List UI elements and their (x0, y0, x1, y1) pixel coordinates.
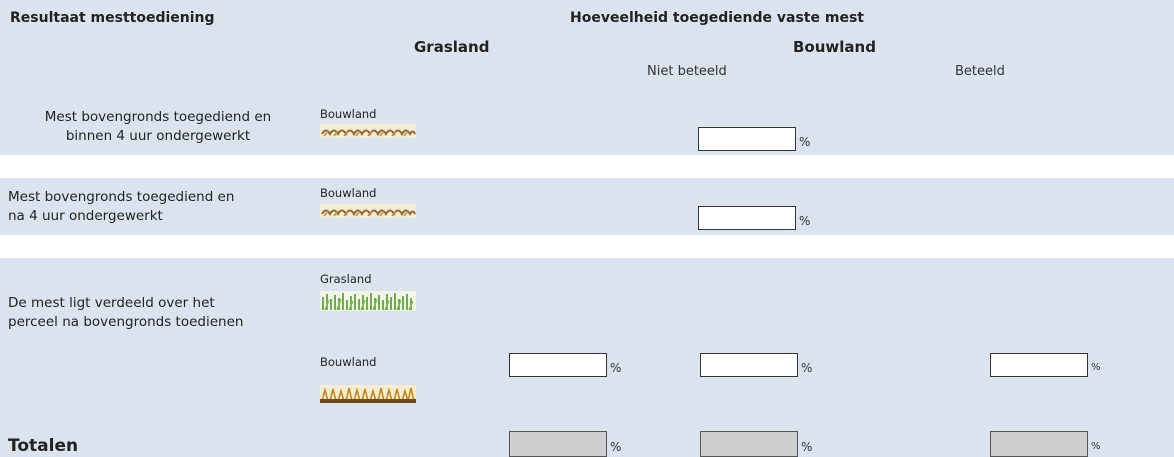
totals-grasland-field (509, 431, 607, 457)
row2-niet-beteeld-input[interactable] (698, 206, 796, 230)
row3-grasland-percent-unit: % (610, 361, 622, 375)
row1-soil-label: Bouwland (320, 107, 377, 121)
row3-grass-label: Grasland (320, 272, 372, 286)
row1-niet-beteeld-input[interactable] (698, 127, 796, 151)
crop-stubble-icon (320, 385, 416, 403)
row3-soil-label: Bouwland (320, 355, 377, 369)
totals-grasland-percent-unit: % (610, 440, 622, 454)
main-title: Hoeveelheid toegediende vaste mest (570, 10, 864, 26)
row3-label-line2: perceel na bovengronds toedienen (8, 314, 244, 330)
row3-niet-beteeld-input[interactable] (700, 353, 798, 377)
section-title: Resultaat mesttoediening (10, 10, 215, 26)
row3-grasland-input[interactable] (509, 353, 607, 377)
plowed-soil-icon (320, 124, 416, 138)
row2-label-line1: Mest bovengronds toegediend en (8, 189, 235, 205)
row2-label: Mest bovengronds toegediend en na 4 uur … (8, 188, 308, 226)
row3-label-line1: De mest ligt verdeeld over het (8, 295, 215, 311)
row1-label-line1: Mest bovengronds toegediend en (44, 109, 272, 125)
grass-icon (320, 291, 416, 311)
row3-label: De mest ligt verdeeld over het perceel n… (8, 294, 308, 332)
totals-niet-beteeld-percent-unit: % (801, 440, 813, 454)
row3-beteeld-input[interactable] (990, 353, 1088, 377)
column-header-niet-beteeld: Niet beteeld (647, 64, 727, 79)
column-header-bouwland: Bouwland (793, 38, 876, 56)
row2-band (0, 178, 1174, 235)
row1-percent-unit: % (799, 135, 811, 149)
row2-label-line2: na 4 uur ondergewerkt (8, 208, 163, 224)
totals-label: Totalen (8, 436, 79, 456)
row2-percent-unit: % (799, 214, 811, 228)
row2-soil-label: Bouwland (320, 186, 377, 200)
header-band (0, 0, 1174, 155)
totals-niet-beteeld-field (700, 431, 798, 457)
row3-niet-beteeld-percent-unit: % (801, 361, 813, 375)
totals-beteeld-percent-unit: % (1091, 441, 1101, 452)
totals-beteeld-field (990, 431, 1088, 457)
column-header-grasland: Grasland (414, 38, 490, 56)
row3-beteeld-percent-unit: % (1091, 362, 1101, 373)
plowed-soil-icon (320, 204, 416, 218)
row1-label: Mest bovengronds toegediend en binnen 4 … (8, 108, 308, 146)
row1-label-line2: binnen 4 uur ondergewerkt (65, 128, 251, 144)
column-header-beteeld: Beteeld (955, 64, 1005, 79)
